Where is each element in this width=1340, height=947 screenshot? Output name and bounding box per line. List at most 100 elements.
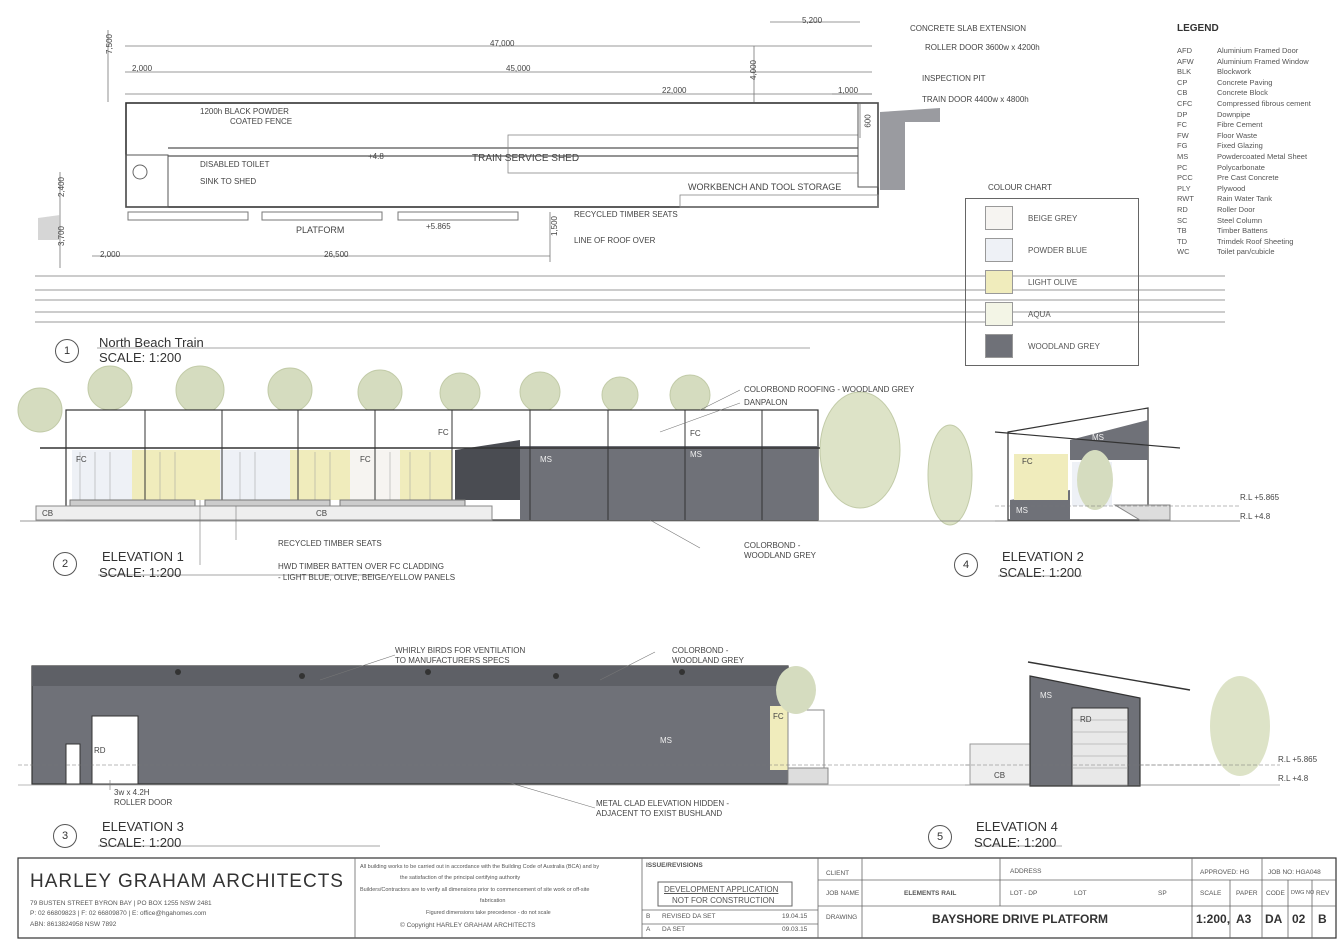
view-scale-5: SCALE: 1:200: [974, 835, 1057, 850]
rev-header: REV: [1316, 890, 1330, 897]
fence-label-2: COATED FENCE: [230, 117, 293, 126]
elev2-rl-48: R.L +4.8: [1240, 512, 1271, 521]
dim-26500: 26,500: [324, 250, 349, 259]
legend-abbrev: CP: [1177, 77, 1188, 87]
scale-value: 1:200,: [1196, 912, 1231, 926]
code-header: CODE: [1266, 890, 1285, 897]
elev3-fc: FC: [773, 712, 784, 721]
disabled-toilet-label: DISABLED TOILET: [200, 160, 270, 169]
dim-7500: 7,500: [105, 33, 115, 55]
whirly-label: WHIRLY BIRDS FOR VENTILATION: [395, 646, 526, 655]
elev1-fc-3: FC: [438, 428, 449, 437]
legend-description: Aluminium Framed Window: [1217, 56, 1309, 66]
address-label: ADDRESS: [1010, 868, 1042, 875]
view-title-1: North Beach Train: [99, 335, 204, 350]
workbench-label: WORKBENCH AND TOOL STORAGE: [688, 182, 842, 192]
legend-abbrev: WC: [1177, 247, 1190, 257]
roofing-label: COLORBOND ROOFING - WOODLAND GREY: [744, 385, 915, 394]
legend-description: Floor Waste: [1217, 130, 1258, 140]
rl-5865-plan: +5.865: [426, 222, 451, 231]
dim-1000: 1,000: [838, 86, 859, 95]
firm-contact: P: 02 66809823 | F: 02 66809870 | E: off…: [30, 910, 207, 917]
note-4: fabrication: [480, 898, 506, 904]
legend-description: Fibre Cement: [1217, 120, 1263, 130]
dim-3700: 3,700: [57, 225, 67, 247]
colour-chart-title: COLOUR CHART: [988, 183, 1052, 192]
batten-label: HWD TIMBER BATTEN OVER FC CLADDING: [278, 562, 444, 571]
elev2-rl-5865: R.L +5.865: [1240, 493, 1280, 502]
view-number-5: 5: [928, 825, 952, 849]
issues-header: ISSUE/REVISIONS: [646, 862, 703, 869]
legend-description: Roller Door: [1217, 205, 1255, 214]
legend-description: Polycarbonate: [1217, 162, 1265, 172]
legend-description: Plywood: [1217, 183, 1246, 193]
fence-label: 1200h BLACK POWDER: [200, 107, 289, 116]
job-no-label: JOB NO: HGA048: [1268, 869, 1321, 876]
view-title-5: ELEVATION 4: [976, 819, 1058, 834]
elev2-ms: MS: [1092, 433, 1104, 442]
view-scale-2: SCALE: 1:200: [99, 565, 182, 580]
recycled-seats-plan: RECYCLED TIMBER SEATS: [574, 210, 678, 219]
elev4-cb: CB: [994, 771, 1006, 780]
note-3: Builders/Contractors are to verify all d…: [360, 887, 590, 893]
platform-label: PLATFORM: [296, 225, 345, 235]
paper-value: A3: [1236, 912, 1252, 926]
drawing-label: DRAWING: [826, 914, 858, 921]
dim-47000: 47,000: [490, 39, 515, 48]
roof-line-label: LINE OF ROOF OVER: [574, 236, 656, 245]
not-for-construction: NOT FOR CONSTRUCTION: [672, 896, 775, 905]
colour-name: LIGHT OLIVE: [1028, 278, 1078, 287]
view-number-2: 2: [53, 552, 77, 576]
sink-label: SINK TO SHED: [200, 177, 257, 186]
elev1-fc-4: FC: [690, 429, 701, 438]
legend-abbrev: BLK: [1177, 67, 1192, 77]
legend-abbrev: PCC: [1177, 173, 1193, 183]
dev-application: DEVELOPMENT APPLICATION: [664, 885, 779, 894]
rev-b-code: B: [646, 913, 651, 920]
firm-name: HARLEY GRAHAM ARCHITECTS: [30, 871, 344, 892]
elev1-ms-2: MS: [690, 450, 702, 459]
elev2-fc: FC: [1022, 457, 1033, 466]
client-label: CLIENT: [826, 870, 850, 877]
elev2-ms-2: MS: [1016, 506, 1028, 515]
colour-swatch: [985, 334, 1013, 358]
view-title-2: ELEVATION 1: [102, 549, 184, 564]
legend-abbrev: TD: [1177, 236, 1187, 246]
batten-label-2: - LIGHT BLUE, OLIVE, BEIGE/YELLOW PANELS: [278, 573, 456, 582]
job-name-label: JOB NAME: [826, 890, 860, 897]
elev1-cb-2: CB: [316, 509, 328, 518]
colorbond-label-e1-2: WOODLAND GREY: [744, 551, 817, 560]
rev-b-desc: REVISED DA SET: [662, 913, 716, 920]
legend-description: Blockwork: [1217, 67, 1252, 77]
recycled-seats-elev: RECYCLED TIMBER SEATS: [278, 539, 382, 548]
legend-description: Trimdek Roof Sheeting: [1217, 236, 1294, 246]
legend-abbrev: AFD: [1177, 46, 1192, 55]
legend-description: Downpipe: [1217, 109, 1251, 119]
roller-door-size: 3w x 4.2H: [114, 788, 150, 797]
colour-name: AQUA: [1028, 310, 1051, 319]
note-2: the satisfaction of the principal certif…: [400, 875, 521, 881]
colour-chart-box: [965, 198, 1139, 366]
legend-description: Fixed Glazing: [1217, 141, 1263, 151]
legend-description: Pre Cast Concrete: [1217, 173, 1279, 183]
elev4-rl-5865: R.L +5.865: [1278, 755, 1318, 764]
legend-abbrev: SC: [1177, 215, 1188, 225]
rev-value: B: [1318, 912, 1327, 926]
legend-description: Powdercoated Metal Sheet: [1217, 152, 1308, 161]
rl-48-plan: +4.8: [368, 152, 384, 161]
legend-description: Toilet pan/cubicle: [1217, 247, 1275, 257]
elev4-rl-48: R.L +4.8: [1278, 774, 1309, 783]
dim-600: 600: [863, 114, 873, 128]
dim-2000-top: 2,000: [132, 64, 153, 73]
legend-description: Rain Water Tank: [1217, 194, 1273, 204]
colour-swatch: [985, 206, 1013, 230]
elev3-rd: RD: [94, 746, 106, 755]
dim-45000: 45,000: [506, 64, 531, 73]
elev1-cb-1: CB: [42, 509, 54, 518]
legend-abbrev: RD: [1177, 205, 1188, 214]
elev4-ms: MS: [1040, 691, 1052, 700]
dim-1500: 1,500: [550, 215, 560, 237]
legend-description: Concrete Paving: [1217, 77, 1273, 87]
legend-abbrev: PC: [1177, 162, 1188, 172]
colour-name: POWDER BLUE: [1028, 246, 1088, 255]
